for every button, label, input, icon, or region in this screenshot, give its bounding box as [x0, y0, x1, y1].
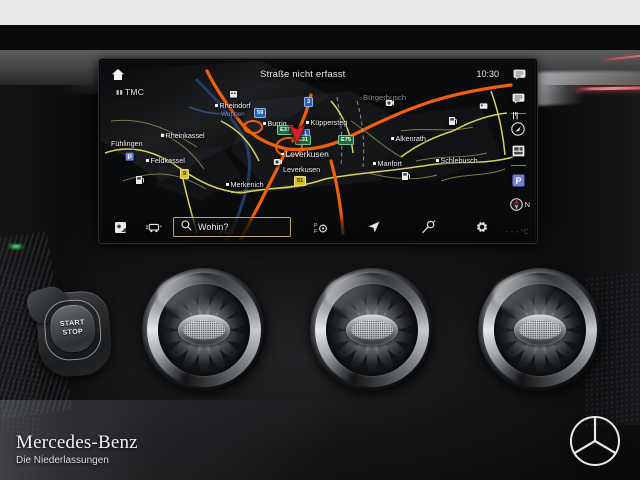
- svg-text:F: F: [314, 229, 317, 234]
- air-vent-right[interactable]: [478, 268, 602, 392]
- svg-text:P: P: [515, 176, 521, 186]
- fuel-station-icon: [135, 175, 144, 184]
- map-place-name: Merkenich: [230, 180, 264, 189]
- camera-icon: [273, 157, 282, 166]
- stop-label: STOP: [62, 328, 84, 337]
- map-place-label: Leverkusen: [281, 149, 329, 159]
- search-input[interactable]: Wohin?: [173, 217, 291, 237]
- footer-gradient: [0, 400, 340, 480]
- traffic-tmc-indicator: ▮▮ TMC: [116, 87, 144, 97]
- map-place-label: Fühlingen: [111, 139, 143, 148]
- traffic-button[interactable]: [137, 213, 171, 241]
- heading-button[interactable]: [357, 213, 391, 241]
- map-place-name: Burrig: [267, 119, 287, 128]
- map-place-label: Burrig: [263, 119, 287, 128]
- map-place-name: Rheindorf: [219, 101, 251, 110]
- fuel-station-icon: [401, 171, 410, 180]
- display-right-rail[interactable]: P: [503, 91, 533, 188]
- map-place-label: Leverkusen: [283, 165, 320, 174]
- road-shield: 51: [294, 176, 307, 186]
- map-place-name: Rheinkassel: [165, 131, 205, 140]
- route-options-button[interactable]: P F: [303, 213, 337, 241]
- map-place-label: Merkenich: [226, 180, 264, 189]
- map-place-name: Feldkassel: [150, 156, 185, 165]
- search-placeholder: Wohin?: [198, 222, 229, 232]
- letterbox-band-top: [0, 0, 640, 25]
- north-compass-icon: [509, 198, 523, 211]
- svg-text:P: P: [314, 223, 318, 229]
- vent-blade: [198, 330, 210, 373]
- search-icon: [181, 218, 192, 236]
- vent-blade: [534, 330, 546, 373]
- destination-button[interactable]: [411, 213, 445, 241]
- map-place-label: Rheindorf: [215, 101, 251, 110]
- vent-center-knob[interactable]: [513, 314, 567, 346]
- map-place-name: Bürgerbusch: [363, 93, 407, 102]
- hotel-icon: [479, 101, 488, 110]
- map-place-label: Küppersteg: [306, 118, 348, 127]
- vent-blade: [366, 330, 378, 373]
- road-shield: 3: [304, 97, 314, 107]
- map-place-name: Leverkusen: [285, 149, 329, 159]
- map-place-name: Leverkusen: [283, 165, 321, 174]
- map-place-name: Fühlingen: [111, 139, 143, 148]
- road-shield: 59: [254, 108, 267, 118]
- vent-blades[interactable]: [161, 287, 247, 373]
- map-place-name: Manfort: [377, 159, 402, 168]
- vent-knob-mesh: [351, 320, 393, 340]
- settings-button[interactable]: [465, 213, 499, 241]
- poi-button[interactable]: [103, 213, 137, 241]
- air-vent-center[interactable]: [310, 268, 434, 392]
- mercedes-star-icon: [570, 416, 620, 466]
- rail-divider: [510, 113, 526, 114]
- compass-button[interactable]: [510, 121, 527, 136]
- map-place-name: Alkenrath: [395, 134, 426, 143]
- air-vent-left[interactable]: [142, 268, 266, 392]
- messages-button[interactable]: [510, 91, 527, 106]
- left-trim-panel: [0, 85, 96, 480]
- destination-marker-icon: [288, 124, 306, 143]
- building-icon: [229, 89, 238, 98]
- road-shield: 9: [180, 169, 190, 179]
- map-place-label: Schlebusch: [436, 156, 478, 165]
- traffic-bars-icon: ▮▮: [116, 89, 124, 96]
- map-place-label: Wuppen: [221, 111, 245, 118]
- map-place-label: Manfort: [373, 159, 402, 168]
- vent-blades[interactable]: [329, 287, 415, 373]
- map-place-label: Alkenrath: [391, 134, 426, 143]
- north-compass-indicator[interactable]: N: [509, 198, 530, 211]
- road-shield: E75: [338, 135, 354, 145]
- map-command-bar[interactable]: Wohin? P F: [101, 213, 535, 241]
- media-button[interactable]: [510, 143, 527, 158]
- vent-knob-mesh: [183, 320, 225, 340]
- map-place-label: Rheinkassel: [161, 131, 205, 140]
- fuel-station-icon: [448, 116, 457, 125]
- green-indicator-light: [8, 243, 24, 250]
- brand-watermark: Mercedes-Benz Die Niederlassungen: [16, 432, 138, 466]
- camera-icon: [385, 98, 394, 107]
- north-label: N: [524, 200, 530, 209]
- parking-icon: P: [125, 152, 134, 161]
- brand-subtitle: Die Niederlassungen: [16, 455, 109, 466]
- command-bar-right-icons: P F: [293, 213, 535, 241]
- map-place-name: Wuppen: [221, 111, 245, 118]
- map-place-name: Küppersteg: [310, 118, 348, 127]
- rail-divider: [510, 165, 526, 166]
- command-bar-left-icons: [103, 213, 171, 241]
- parking-button[interactable]: P: [510, 173, 527, 188]
- map-place-name: Schlebusch: [440, 156, 478, 165]
- map-place-label: Bürgerbusch: [363, 93, 406, 102]
- vent-center-knob[interactable]: [345, 314, 399, 346]
- svg-text:P: P: [127, 154, 132, 161]
- vent-knob-mesh: [519, 320, 561, 340]
- ignition-housing: START STOP: [23, 282, 113, 379]
- map-place-label: Feldkassel: [146, 156, 185, 165]
- brand-name: Mercedes-Benz: [16, 432, 138, 453]
- tmc-label: TMC: [125, 87, 145, 97]
- vent-blades[interactable]: [497, 287, 583, 373]
- vent-center-knob[interactable]: [177, 314, 231, 346]
